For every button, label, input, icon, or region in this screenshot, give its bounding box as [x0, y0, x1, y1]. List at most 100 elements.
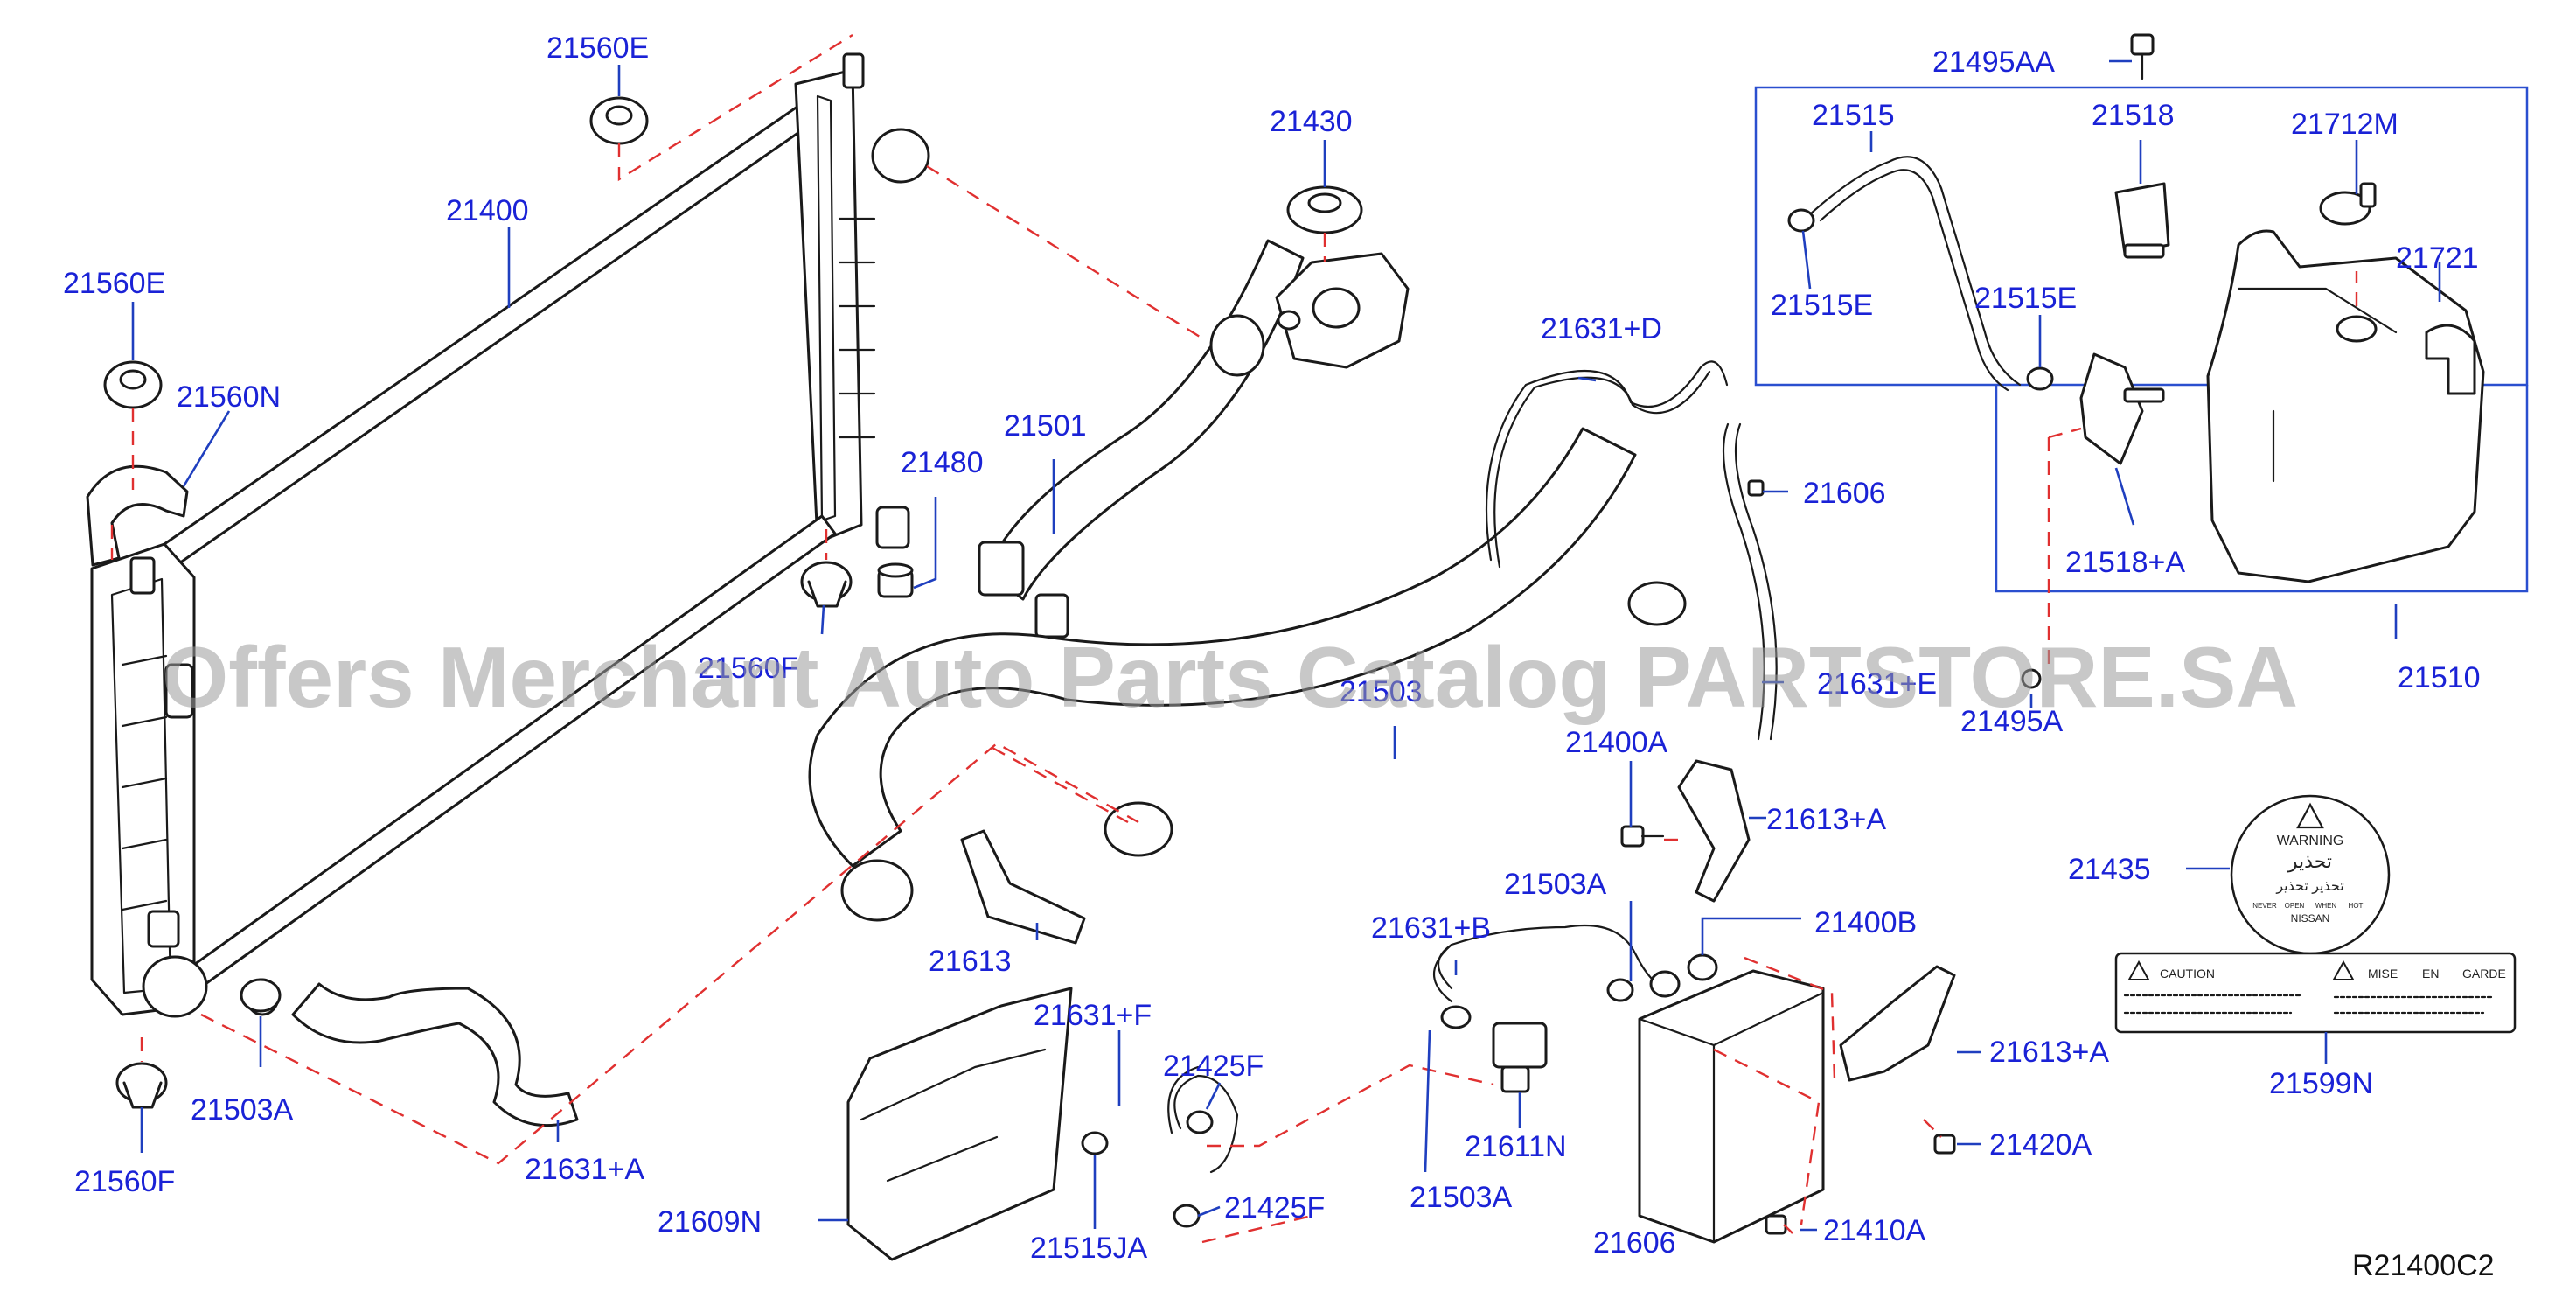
callout-21518[interactable]: 21518 [2092, 99, 2175, 132]
drain-plug-21480[interactable] [877, 562, 914, 598]
callout-21510[interactable]: 21510 [2398, 661, 2481, 694]
warning-arabic-top: تحذير [2287, 850, 2332, 872]
clamp-21515E-right[interactable] [2026, 366, 2054, 391]
warning-decal-21435[interactable]: WARNING تحذير تحذير تحذير NEVER OPEN WHE… [2230, 794, 2391, 955]
callout-21435[interactable]: 21435 [2068, 853, 2151, 886]
bracket-21613[interactable] [960, 829, 1086, 945]
bracket-21613A-top[interactable] [1677, 759, 1751, 903]
warning-arabic-sub: تحذير تحذير [2275, 879, 2343, 895]
callout-21503A-mid[interactable]: 21503A [1504, 868, 1607, 901]
callout-21515[interactable]: 21515 [1812, 99, 1895, 132]
clip-21495A[interactable] [2021, 668, 2042, 689]
bolt-21400A[interactable] [1620, 825, 1665, 848]
mount-grommet-21560F-bottom[interactable] [115, 1062, 168, 1109]
caution-decal-21599N[interactable]: CAUTION MISE EN GARDE [2114, 952, 2517, 1034]
diagram-reference-code: R21400C2 [2352, 1249, 2495, 1282]
callout-21495AA[interactable]: 21495AA [1932, 45, 2055, 79]
radiator[interactable] [90, 52, 930, 1018]
warning-small-never: NEVER [2252, 902, 2277, 910]
reservoir-tank-21721[interactable] [2206, 229, 2485, 583]
warning-heading: WARNING [2277, 834, 2344, 848]
callout-21606-bottom[interactable]: 21606 [1593, 1226, 1676, 1260]
callout-21712M[interactable]: 21712M [2291, 108, 2398, 141]
callout-21515E-right[interactable]: 21515E [1974, 282, 2077, 315]
reservoir-cap-21712M[interactable] [2319, 182, 2377, 226]
hose-clamp-21503A-bottom[interactable] [1440, 1005, 1472, 1029]
watermark-text: Offers Merchant Auto Parts Catalog PARTS… [162, 629, 2298, 725]
callout-21560E-top[interactable]: 21560E [547, 31, 649, 65]
caution-word: CAUTION [2160, 967, 2215, 980]
callout-21425F-bottom[interactable]: 21425F [1224, 1191, 1325, 1225]
module-21609N[interactable] [846, 987, 1073, 1261]
callout-21631F[interactable]: 21631+F [1034, 999, 1152, 1032]
upper-hose-21501[interactable] [978, 239, 1305, 639]
valve-21611N[interactable] [1492, 1022, 1548, 1093]
callout-21631B[interactable]: 21631+B [1371, 911, 1491, 945]
callout-21560F-bottom[interactable]: 21560F [74, 1165, 175, 1198]
mount-grommet-21560F-mid[interactable] [800, 561, 853, 608]
callout-21613[interactable]: 21613 [929, 945, 1012, 978]
callout-21609N[interactable]: 21609N [658, 1205, 762, 1239]
warning-small-when: WHEN [2315, 902, 2337, 910]
canister-21606[interactable] [1638, 953, 1825, 1244]
callout-21503A-left[interactable]: 21503A [191, 1093, 294, 1127]
clamp-21515E-left[interactable] [1787, 208, 1815, 233]
bracket-21613A-bottom[interactable] [1839, 965, 1956, 1082]
callout-21560E-left[interactable]: 21560E [63, 267, 165, 300]
hose-clamp-21425F-bottom[interactable] [1173, 1204, 1201, 1228]
callout-21400B[interactable]: 21400B [1814, 906, 1917, 939]
radiator-cap-21430[interactable] [1286, 185, 1363, 234]
callout-21425F-top[interactable]: 21425F [1163, 1050, 1264, 1083]
hose-clamp-21425F-top[interactable] [1186, 1110, 1214, 1134]
callout-21501[interactable]: 21501 [1004, 409, 1087, 443]
callout-21560F-mid[interactable]: 21560F [698, 652, 798, 685]
callout-21515JA[interactable]: 21515JA [1030, 1232, 1148, 1265]
callout-21631A[interactable]: 21631+A [525, 1153, 644, 1186]
lower-hose-21503[interactable] [808, 427, 1687, 922]
hose-21631D[interactable] [1485, 360, 1729, 569]
callout-21721[interactable]: 21721 [2396, 241, 2479, 275]
mount-grommet-21560E-top[interactable] [589, 96, 649, 145]
reservoir-kit-box [1754, 86, 2529, 387]
callout-21599N[interactable]: 21599N [2269, 1067, 2373, 1100]
callout-21613A-top[interactable]: 21613+A [1766, 803, 1886, 836]
bracket-21518[interactable] [2114, 182, 2170, 259]
water-outlet-housing[interactable] [1275, 252, 1410, 369]
callout-21420A[interactable]: 21420A [1989, 1128, 2092, 1162]
callout-21515E-left[interactable]: 21515E [1771, 289, 1873, 322]
callout-21430[interactable]: 21430 [1270, 105, 1353, 138]
callout-21400A[interactable]: 21400A [1565, 726, 1668, 759]
hose-21515[interactable] [1808, 156, 2022, 392]
hose-21631A[interactable] [245, 978, 579, 1127]
bolt-21410A[interactable] [1765, 1214, 1787, 1235]
callout-labels: 21560E 21400 21560E 21560N 21560F 21480 … [63, 31, 2495, 1282]
callout-21560N[interactable]: 21560N [177, 380, 281, 414]
caution-mise: MISE [2368, 967, 2398, 980]
callout-21495A[interactable]: 21495A [1960, 705, 2064, 738]
bolt-21420A[interactable] [1933, 1134, 1956, 1155]
callout-21503[interactable]: 21503 [1340, 675, 1423, 708]
callout-21480[interactable]: 21480 [901, 446, 984, 479]
callout-21503A-bottom[interactable]: 21503A [1410, 1181, 1513, 1214]
callout-21631E[interactable]: 21631+E [1817, 667, 1937, 701]
mount-bracket-21560N[interactable] [86, 464, 189, 567]
reservoir-kit-box-extension [1995, 385, 2529, 593]
hose-clamp-21503A-mid[interactable] [1606, 978, 1634, 1002]
callout-21611N[interactable]: 21611N [1465, 1130, 1567, 1163]
bracket-21518A[interactable] [2079, 352, 2165, 465]
callout-leaders [131, 59, 2441, 1232]
callout-21400[interactable]: 21400 [446, 194, 529, 227]
callout-21631D[interactable]: 21631+D [1541, 312, 1662, 345]
warning-brand: NISSAN [2291, 912, 2330, 925]
hose-clamp-21503A-left[interactable] [240, 978, 282, 1013]
mount-grommet-21560E-left[interactable] [103, 360, 163, 409]
hose-clip-21606-top[interactable] [1747, 479, 1765, 497]
bolt-21495AA[interactable] [2130, 33, 2155, 80]
clip-21515JA[interactable] [1081, 1131, 1109, 1155]
callout-21606-top[interactable]: 21606 [1803, 477, 1886, 510]
hose-21631B[interactable] [1432, 924, 1672, 1003]
callout-21518A[interactable]: 21518+A [2065, 546, 2185, 579]
callout-21613A-bottom[interactable]: 21613+A [1989, 1036, 2109, 1069]
callout-21410A[interactable]: 21410A [1823, 1214, 1926, 1247]
